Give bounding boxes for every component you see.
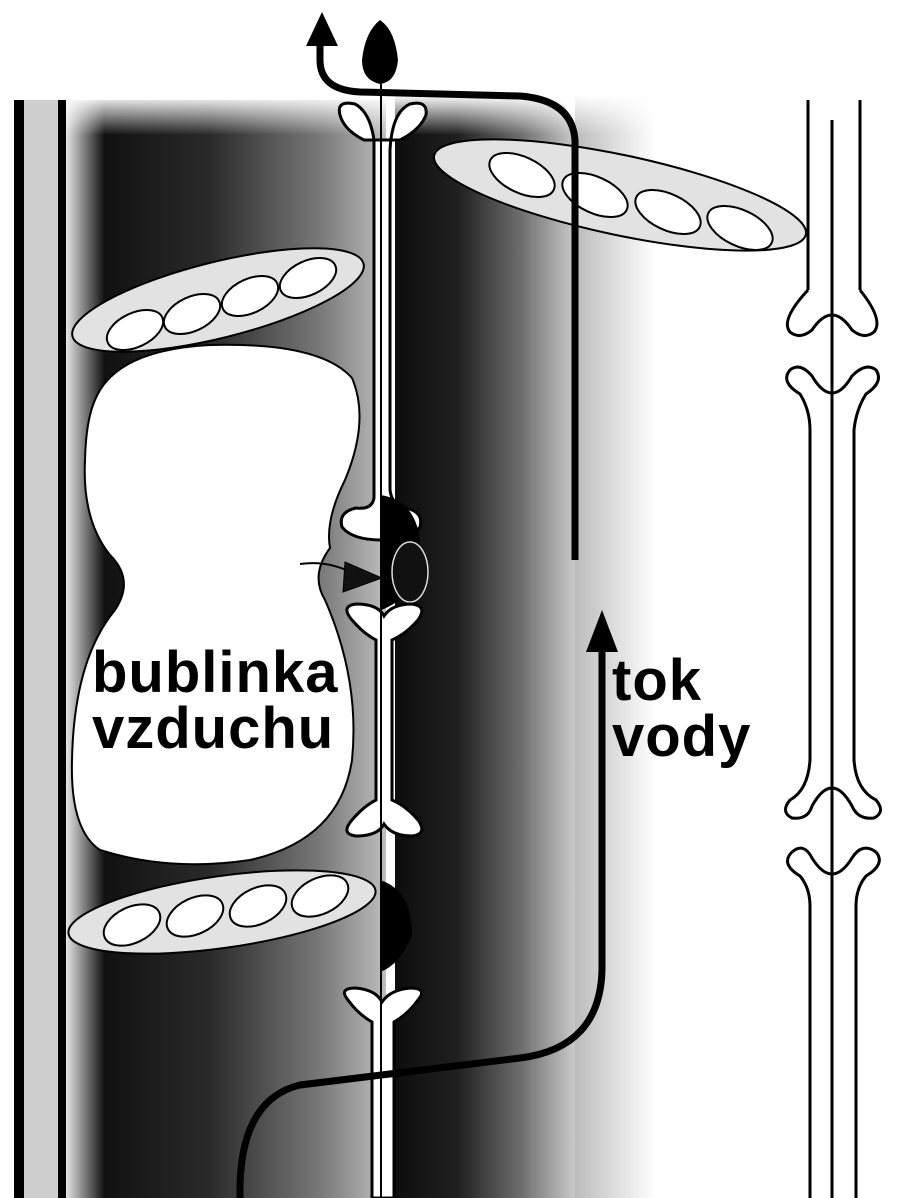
- middle-vessel: [395, 95, 575, 1198]
- left-vessel-wall: [14, 100, 66, 1198]
- flow-label-line2: vody: [612, 704, 751, 769]
- bubble-label-line2: vzduchu: [92, 696, 334, 761]
